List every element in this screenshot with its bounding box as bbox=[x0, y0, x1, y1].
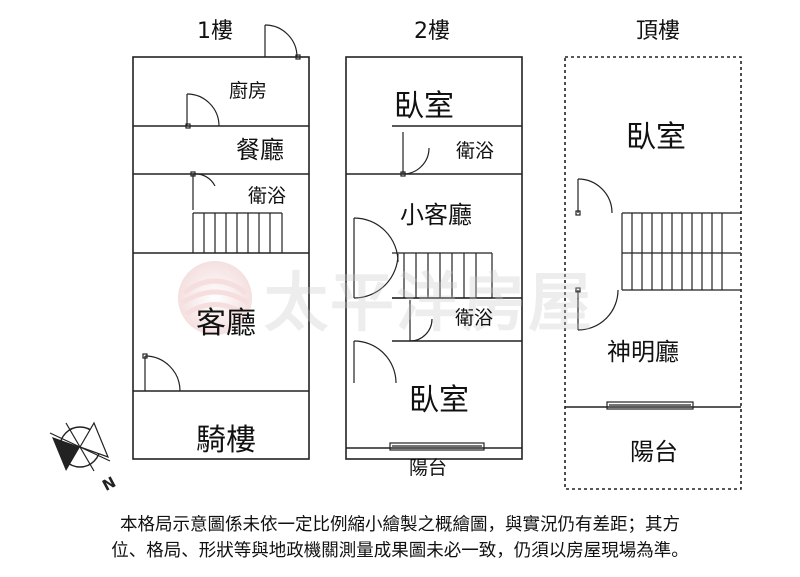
room-label-balcony: 陽台 bbox=[630, 438, 678, 466]
door bbox=[353, 340, 397, 384]
floor1-title: 1樓 bbox=[197, 19, 233, 44]
room-label-living: 客廳 bbox=[196, 306, 256, 341]
room-label-bedroom: 臥室 bbox=[409, 383, 469, 418]
door bbox=[400, 132, 430, 177]
room-label-small-living: 小客廳 bbox=[400, 201, 472, 229]
watermark-text: 太平洋房屋 bbox=[264, 266, 594, 341]
rooftop-title: 頂樓 bbox=[636, 19, 681, 44]
floor2-outline bbox=[345, 56, 523, 460]
watermark: 太平洋房屋 bbox=[176, 252, 594, 344]
room-label-kitchen: 廚房 bbox=[229, 80, 268, 102]
window bbox=[606, 401, 694, 410]
window bbox=[389, 442, 485, 451]
watermark-logo-icon bbox=[178, 261, 252, 335]
floor1-outline bbox=[132, 56, 310, 460]
door bbox=[142, 353, 181, 392]
door bbox=[575, 178, 613, 216]
floor2-plan bbox=[345, 56, 523, 460]
disclaimer: 本格局示意圖係未依一定比例縮小繪製之概繪圖，與實況仍有差距；其方 位、格局、形狀… bbox=[0, 512, 800, 564]
room-label-bath: 衛浴 bbox=[248, 185, 287, 207]
door bbox=[264, 24, 301, 60]
room-label-balcony: 陽台 bbox=[409, 457, 448, 479]
rooftop-outline bbox=[564, 56, 742, 490]
room-label-shrine: 神明廳 bbox=[607, 338, 679, 366]
room-label-bath: 衛浴 bbox=[455, 307, 494, 329]
room-label-bath: 衛浴 bbox=[456, 140, 495, 162]
staircase bbox=[621, 212, 741, 291]
floor1-plan bbox=[132, 24, 310, 460]
room-label-bedroom: 臥室 bbox=[626, 120, 686, 155]
disclaimer-line: 本格局示意圖係未依一定比例縮小繪製之概繪圖，與實況仍有差距；其方 bbox=[120, 515, 680, 535]
room-label-arcade: 騎樓 bbox=[196, 423, 256, 458]
compass-label: N bbox=[99, 473, 119, 495]
compass-icon bbox=[49, 421, 111, 472]
floor2-title: 2樓 bbox=[414, 19, 450, 44]
door bbox=[575, 287, 619, 331]
room-label-bedroom: 臥室 bbox=[394, 89, 454, 124]
staircase bbox=[392, 252, 493, 299]
disclaimer-line: 位、格局、形狀等與地政機關測量成果圖未必一致，仍須以房屋現場為準。 bbox=[111, 541, 689, 561]
door bbox=[353, 217, 399, 299]
room-label-dining: 餐廳 bbox=[236, 136, 284, 164]
door bbox=[190, 171, 216, 210]
staircase bbox=[192, 212, 283, 253]
door bbox=[409, 300, 433, 342]
door bbox=[185, 93, 220, 129]
rooftop-plan bbox=[564, 56, 742, 490]
